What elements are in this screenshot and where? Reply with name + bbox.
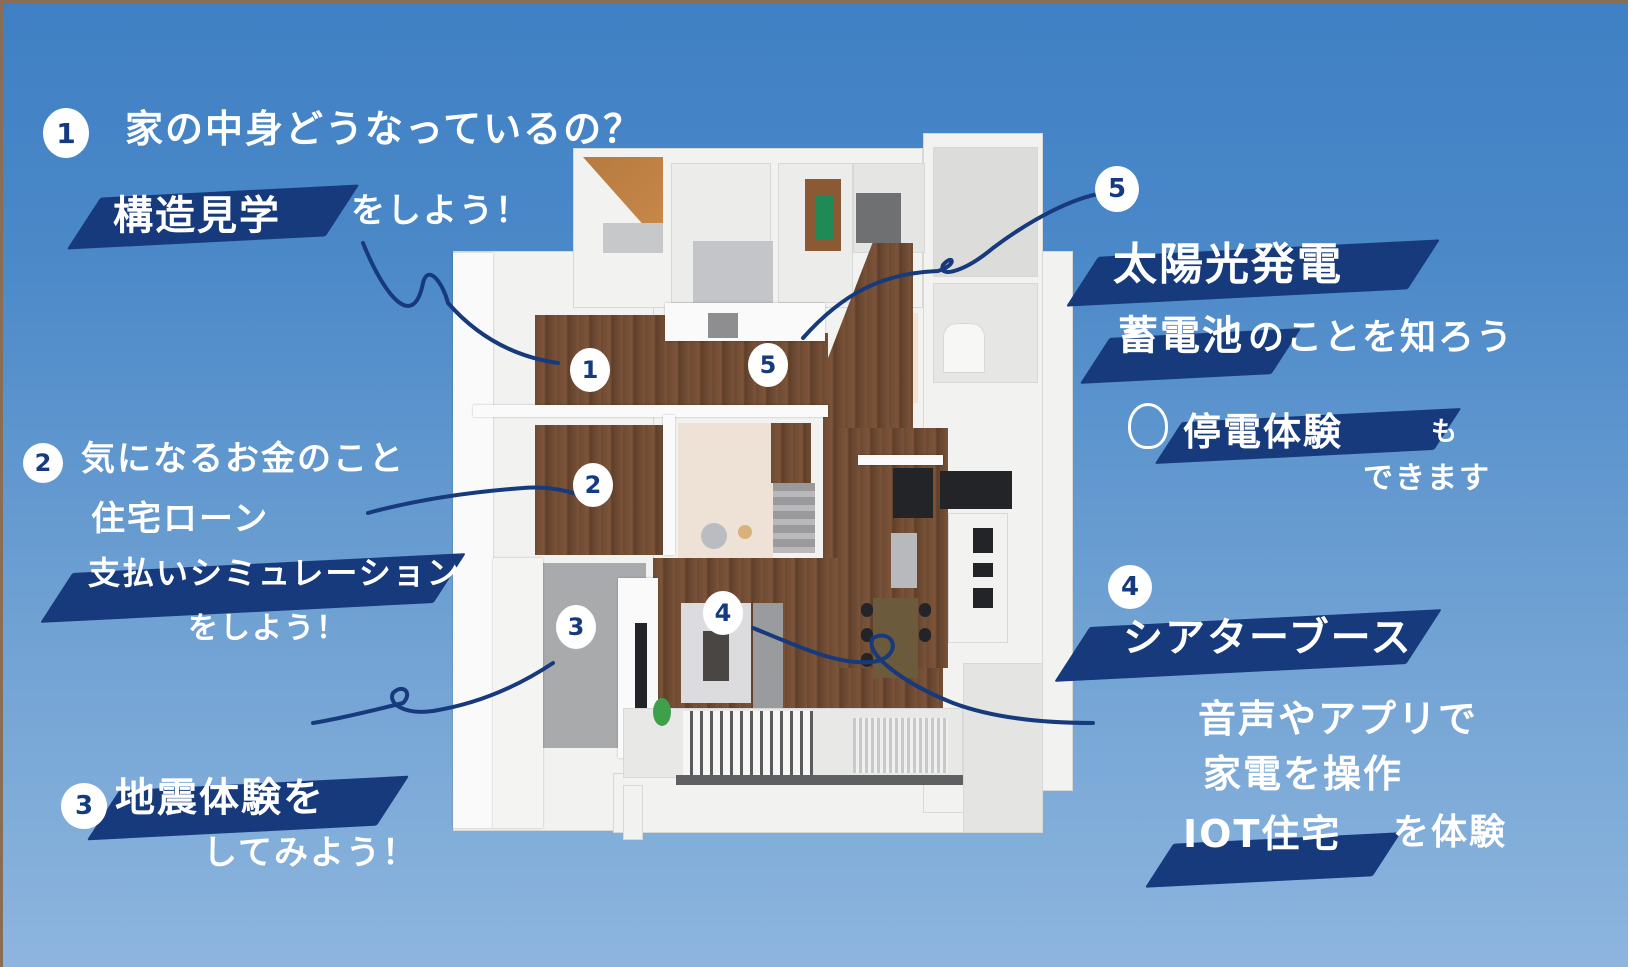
callout-1-number: 1 bbox=[43, 108, 89, 158]
plan-marker-2[interactable]: 2 bbox=[573, 463, 613, 507]
callout-5-number: 5 bbox=[1095, 166, 1139, 212]
east-terrace bbox=[963, 663, 1043, 833]
deck-edge bbox=[676, 775, 966, 785]
bathtub bbox=[943, 323, 985, 373]
chair bbox=[919, 603, 931, 617]
round-cushion bbox=[701, 523, 727, 549]
callout-3-line2: してみよう！ bbox=[203, 833, 418, 873]
potted-plant bbox=[653, 698, 671, 726]
deck-post bbox=[623, 785, 643, 840]
entrance-tile bbox=[603, 223, 663, 253]
callout-3-highlight: 地震体験を bbox=[115, 775, 325, 821]
light-bulb-icon bbox=[1128, 403, 1168, 449]
callout-4-line4-rest: を体験 bbox=[1393, 812, 1508, 853]
callout-2-line1: 気になるお金のこと bbox=[81, 439, 405, 479]
callout-5-highlight-3: 停電体験 bbox=[1183, 410, 1344, 454]
microwave bbox=[973, 528, 993, 553]
rice-cooker bbox=[973, 563, 993, 577]
dining-table bbox=[873, 598, 918, 678]
washbasin bbox=[856, 193, 901, 243]
deck-railing bbox=[683, 711, 813, 776]
plan-marker-3[interactable]: 3 bbox=[556, 605, 596, 649]
laundry-basket bbox=[708, 313, 738, 338]
callout-5-highlight-1: 太陽光発電 bbox=[1113, 239, 1343, 290]
range-hood bbox=[893, 468, 933, 518]
green-item bbox=[815, 195, 833, 240]
callout-4-line2: 音声やアプリで bbox=[1198, 697, 1479, 741]
sofa bbox=[753, 603, 783, 713]
coffee-table bbox=[703, 631, 729, 681]
callout-2-line4: をしよう！ bbox=[188, 611, 348, 646]
room-3-wall bbox=[493, 558, 543, 828]
callout-5-highlight-2: 蓄電池 bbox=[1118, 313, 1244, 359]
house-floor-plan bbox=[453, 133, 1073, 863]
callout-1-rest: をしよう！ bbox=[351, 191, 531, 231]
chair bbox=[861, 603, 873, 617]
chair bbox=[861, 628, 873, 642]
callout-1-highlight: 構造見学 bbox=[113, 193, 281, 239]
callout-2-number: 2 bbox=[23, 443, 63, 483]
genkan-floor bbox=[693, 241, 773, 303]
callout-2-line2: 住宅ローン bbox=[91, 499, 270, 539]
plan-marker-4[interactable]: 4 bbox=[703, 591, 743, 635]
plan-marker-5[interactable]: 5 bbox=[748, 343, 788, 387]
west-wall bbox=[453, 253, 493, 828]
poster-canvas: 1 2 3 4 5 1 家の中身どうなっているの？ 構造見学 をしよう！ 2 気… bbox=[3, 3, 1628, 967]
oven bbox=[973, 588, 993, 608]
mid-wall bbox=[473, 405, 828, 417]
kitchen-shelf bbox=[858, 455, 943, 465]
callout-4-line3: 家電を操作 bbox=[1203, 752, 1404, 796]
callout-5-line3-rest: も bbox=[1431, 417, 1460, 447]
callout-2-highlight: 支払いシミュレーション bbox=[88, 554, 461, 592]
deck-grate bbox=[853, 718, 948, 773]
plan-marker-1[interactable]: 1 bbox=[570, 348, 610, 392]
chair bbox=[919, 628, 931, 642]
callout-5-line2-rest: のことを知ろう bbox=[1248, 317, 1515, 358]
black-cabinet bbox=[940, 471, 1012, 509]
bathroom bbox=[933, 147, 1038, 277]
callout-3-number: 3 bbox=[61, 783, 107, 829]
callout-5-line4: できます bbox=[1363, 461, 1491, 496]
callout-4-highlight-2: IOT住宅 bbox=[1183, 812, 1342, 856]
room-5-floor bbox=[668, 333, 828, 413]
callout-4-number: 4 bbox=[1108, 565, 1152, 609]
storage-wall bbox=[663, 415, 675, 555]
stair-landing bbox=[771, 423, 811, 483]
interior-stairs bbox=[773, 483, 815, 553]
utility-counter bbox=[665, 303, 825, 341]
chair bbox=[861, 653, 873, 667]
kitchen-sink bbox=[891, 533, 917, 588]
callout-4-highlight: シアターブース bbox=[1123, 615, 1413, 661]
side-table bbox=[738, 525, 752, 539]
television bbox=[635, 623, 647, 718]
callout-1-question: 家の中身どうなっているの？ bbox=[125, 107, 644, 151]
